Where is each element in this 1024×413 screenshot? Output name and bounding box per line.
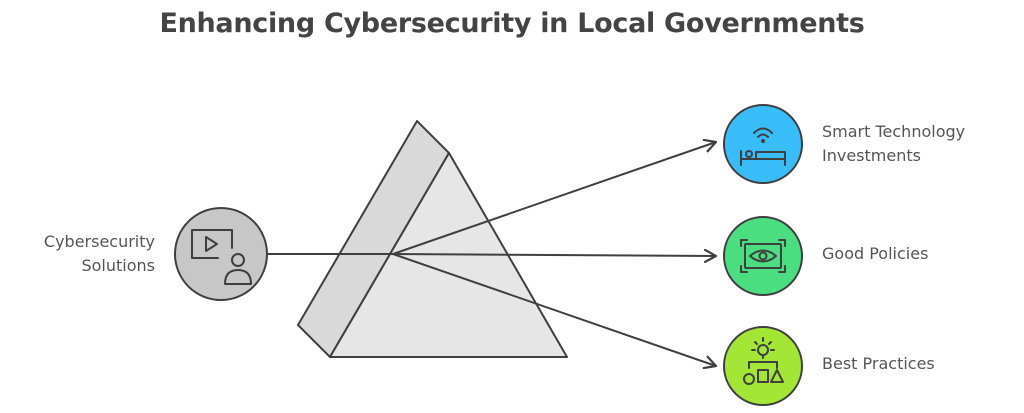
beam-smart-technology: [392, 142, 716, 255]
output-beams: [392, 142, 716, 366]
output-label-good-policies: Good Policies: [822, 242, 928, 266]
output-label-best-practices: Best Practices: [822, 352, 935, 376]
output-node-best-practices: [723, 326, 803, 406]
output-node-circle: [723, 216, 803, 296]
output-label-line: Good Policies: [822, 244, 929, 263]
input-label-line: Cybersecurity: [43, 232, 155, 251]
wifi-bed-icon: [740, 127, 786, 166]
beam-good-policies: [392, 254, 716, 256]
eye-frame-icon: [740, 239, 786, 273]
output-node-good-policies: [723, 216, 803, 296]
output-label-smart-technology: Smart Technology Investments: [822, 120, 965, 168]
output-node-circle: [723, 104, 803, 184]
output-label-line: Best Practices: [822, 354, 935, 373]
prism: [297, 120, 568, 358]
idea-shapes-icon: [743, 337, 784, 385]
diagram-title: Enhancing Cybersecurity in Local Governm…: [159, 8, 865, 39]
video-user-icon: [191, 229, 252, 285]
output-label-line: Smart Technology: [822, 122, 966, 141]
output-label-line: Investments: [822, 146, 921, 165]
input-node: [174, 207, 268, 301]
input-label: Cybersecurity Solutions: [0, 230, 155, 278]
input-node-circle: [174, 207, 268, 301]
output-node-circle: [723, 326, 803, 406]
beam-best-practices: [392, 253, 716, 366]
output-node-smart-technology: [723, 104, 803, 184]
input-label-line: Solutions: [81, 256, 155, 275]
